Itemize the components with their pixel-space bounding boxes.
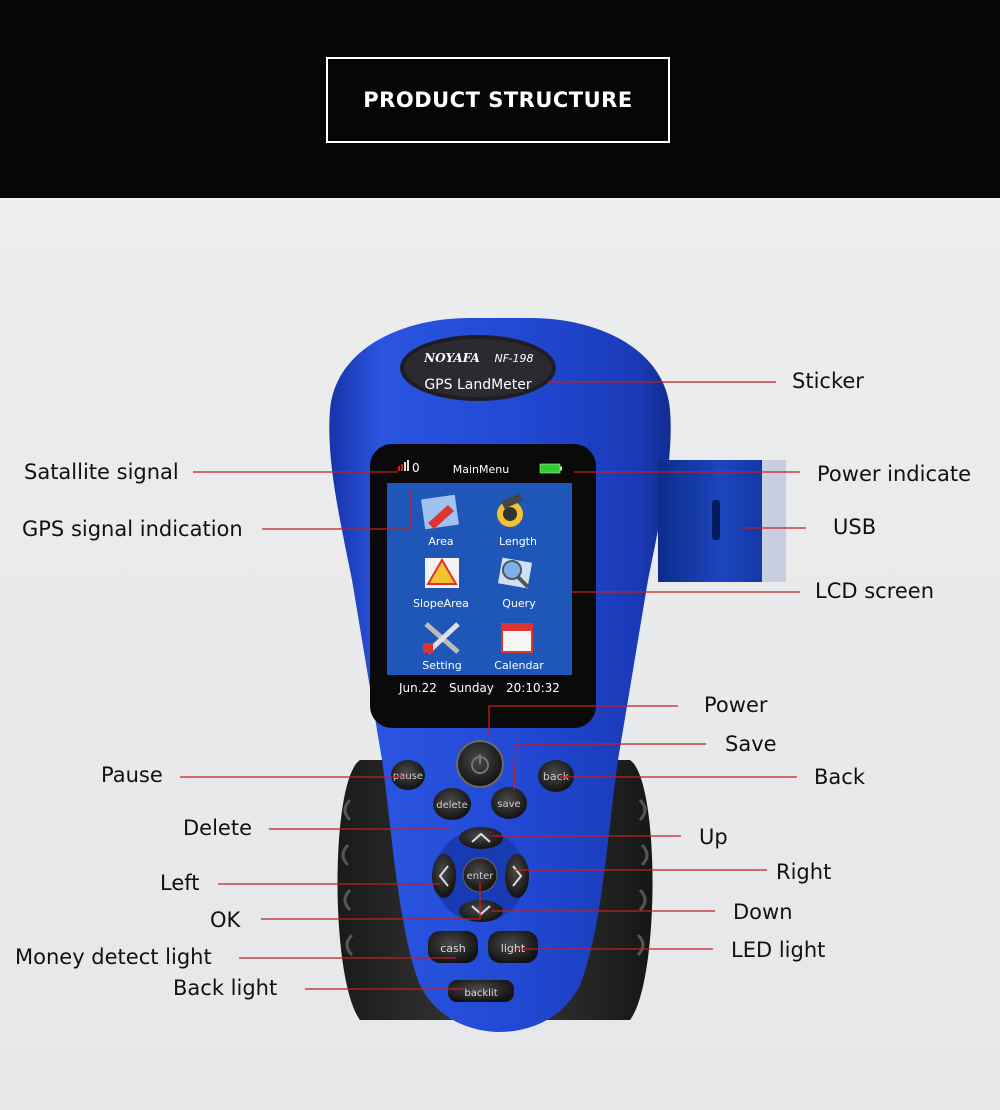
svg-text:cash: cash [440,942,466,955]
svg-text:Area: Area [428,535,453,548]
backlit-button[interactable]: backlit [448,980,514,1002]
model-label: NF-198 [495,352,534,365]
down-button[interactable] [459,900,503,922]
callout-power-indicate: Power indicate [817,462,972,486]
callout-led-light: LED light [731,938,826,962]
screen-status-bar: 0 MainMenu [398,460,562,476]
device-illustration: NOYAFA NF-198 GPS LandMeter 0 MainMenu A… [180,318,806,1032]
battery-icon [539,463,562,474]
callout-delete: Delete [183,816,252,840]
svg-text:enter: enter [467,871,495,882]
svg-text:save: save [497,799,520,810]
status-time: 20:10:32 [506,681,560,695]
svg-text:Query: Query [502,597,536,610]
back-button[interactable]: back [538,760,574,792]
callout-ok: OK [210,908,241,932]
up-button[interactable] [459,827,503,849]
pause-button[interactable]: pause [391,760,425,790]
right-button[interactable] [505,854,529,898]
lcd-screen [387,483,572,675]
brand-logo: NOYAFA [423,351,480,365]
callout-satellite-signal: Satallite signal [24,460,179,484]
svg-text:light: light [501,942,526,955]
callout-gps-signal: GPS signal indication [22,517,243,541]
title-frame: PRODUCT STRUCTURE [326,57,670,143]
page-title: PRODUCT STRUCTURE [363,88,633,112]
callout-back: Back [814,765,865,789]
calendar-icon[interactable]: Calendar [494,623,544,672]
area-icon[interactable]: Area [421,494,459,548]
callout-up: Up [699,825,728,849]
callout-money-detect-light: Money detect light [15,945,212,969]
setting-icon[interactable]: Setting [422,622,462,672]
status-day: Sunday [449,681,494,695]
callout-save: Save [725,732,777,756]
power-button[interactable] [456,740,504,788]
svg-text:delete: delete [436,800,468,811]
date-time-bar: Jun.22 Sunday 20:10:32 [398,681,560,695]
light-button[interactable]: light [488,931,538,963]
slopearea-icon[interactable]: SlopeArea [413,558,469,610]
menu-title: MainMenu [453,463,509,476]
svg-text:Length: Length [499,535,537,548]
usb-port [712,500,720,540]
product-stage: NOYAFA NF-198 GPS LandMeter 0 MainMenu A… [0,198,1000,1110]
product-name: GPS LandMeter [424,377,532,393]
cash-button[interactable]: cash [428,931,478,963]
header-band: PRODUCT STRUCTURE [0,0,1000,198]
svg-text:backlit: backlit [464,988,497,999]
length-icon[interactable]: Length [497,493,537,548]
left-button[interactable] [432,854,456,898]
satellite-count: 0 [412,461,420,475]
callout-sticker: Sticker [792,369,864,393]
svg-text:Calendar: Calendar [494,659,544,672]
save-button[interactable]: save [491,787,527,819]
usb-inset [658,460,786,582]
callout-power: Power [704,693,768,717]
leader-lines [180,381,806,990]
status-date: Jun.22 [398,681,437,695]
svg-text:Setting: Setting [422,659,461,672]
callout-usb: USB [833,515,877,539]
callout-pause: Pause [101,763,163,787]
svg-text:SlopeArea: SlopeArea [413,597,469,610]
svg-text:pause: pause [393,771,423,782]
query-icon[interactable]: Query [497,557,536,610]
sticker: NOYAFA NF-198 GPS LandMeter [400,335,556,401]
callout-back-light: Back light [173,976,278,1000]
callout-right: Right [776,860,832,884]
svg-text:back: back [543,770,570,783]
callout-lcd-screen: LCD screen [815,579,935,603]
callout-down: Down [733,900,793,924]
callout-left: Left [160,871,200,895]
delete-button[interactable]: delete [433,788,471,820]
